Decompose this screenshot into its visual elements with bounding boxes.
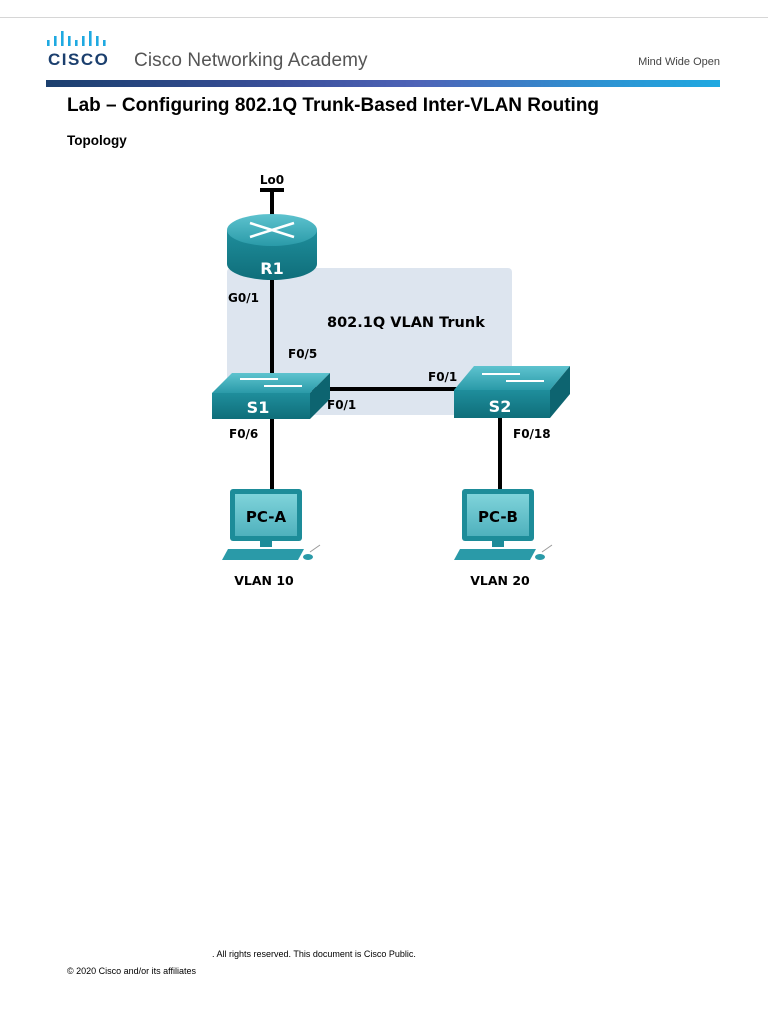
s2-port-down-label: F0/18 [513, 427, 551, 441]
router-port-label: G0/1 [228, 291, 259, 305]
s2-port-link-label: F0/1 [428, 370, 457, 384]
pcb-vlan-label: VLAN 20 [470, 573, 530, 588]
switch-s1-icon: S1 [212, 373, 330, 419]
cisco-logo: CISCO [46, 30, 116, 70]
loopback-label: Lo0 [260, 173, 284, 187]
footer-rights: . All rights reserved. This document is … [212, 949, 416, 959]
cisco-bridge-icon [47, 31, 106, 46]
tagline: Mind Wide Open [638, 56, 720, 68]
s1-port-down-label: F0/6 [229, 427, 258, 441]
pc-b-icon: PC-B [454, 489, 553, 560]
document-title: Lab – Configuring 802.1Q Trunk-Based Int… [67, 95, 600, 116]
s1-label: S1 [247, 398, 270, 417]
pca-label: PC-A [246, 508, 287, 526]
section-heading: Topology [67, 133, 127, 148]
trunk-label: 802.1Q VLAN Trunk [327, 315, 485, 331]
cisco-wordmark: CISCO [48, 50, 110, 69]
s2-label: S2 [489, 397, 512, 416]
s1-port-link-label: F0/1 [327, 398, 356, 412]
topology-diagram: R1 S1 S2 PC-A [212, 173, 570, 588]
pcb-label: PC-B [478, 508, 518, 526]
header-rule [0, 17, 768, 18]
router-r1-icon: R1 [227, 214, 317, 280]
academy-name: Cisco Networking Academy [134, 50, 368, 71]
footer-copyright: © 2020 Cisco and/or its affiliates [67, 966, 197, 976]
pc-a-icon: PC-A [222, 489, 321, 560]
router-label: R1 [260, 259, 283, 278]
s1-port-up-label: F0/5 [288, 347, 317, 361]
pca-vlan-label: VLAN 10 [234, 573, 294, 588]
switch-s2-icon: S2 [454, 366, 570, 418]
header-gradient-bar [46, 80, 720, 87]
